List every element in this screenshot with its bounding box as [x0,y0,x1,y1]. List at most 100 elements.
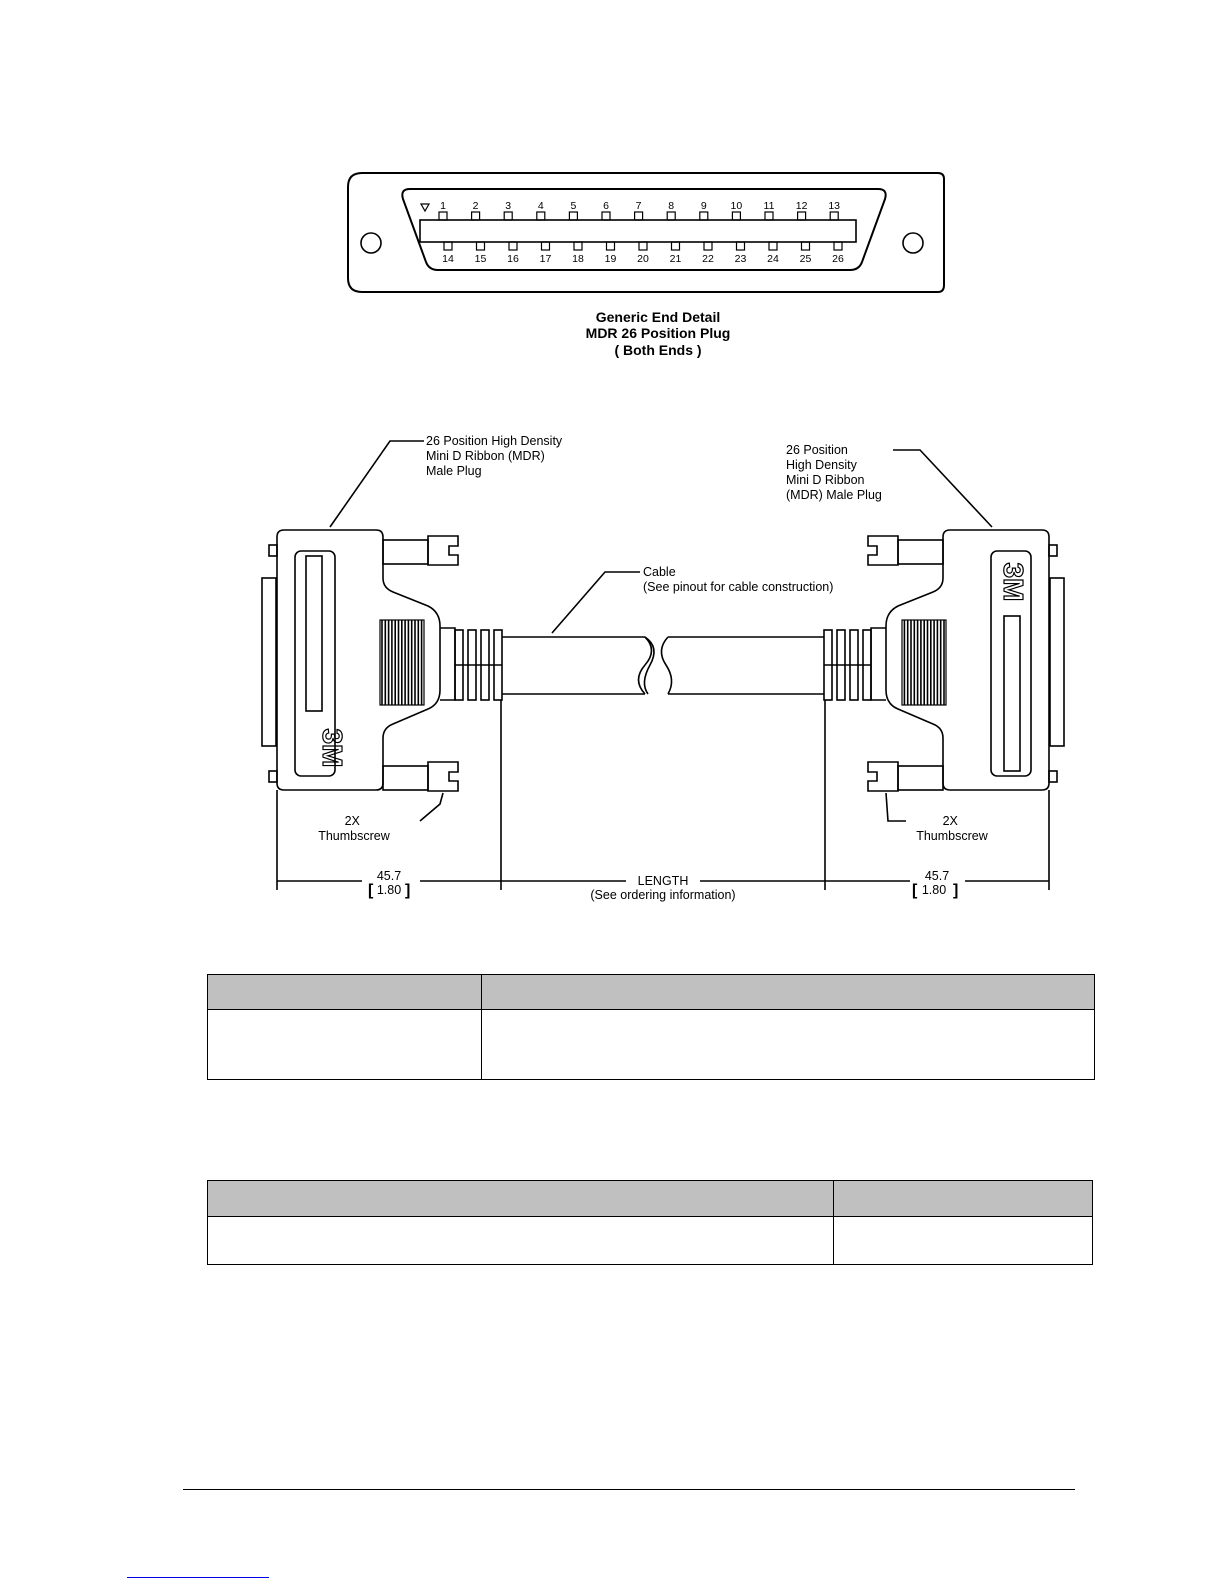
dim-length-note: (See ordering information) [590,888,735,902]
pin-top-5 [568,211,579,221]
pin-top-label-7: 7 [636,200,642,212]
pin-top-label-10: 10 [731,200,743,212]
right-plug [660,529,1065,792]
svg-text:2X Thumbscrew: 2X Thumbscrew [318,814,391,843]
pin-top-10 [731,211,742,221]
table-1-header-cell-1 [207,974,482,1010]
end-detail-caption-3: ( Both Ends ) [614,342,701,358]
pin-bottom-14 [443,241,453,251]
cable-label-2: (See pinout for cable construction) [643,580,833,594]
pin-top-1 [438,211,448,221]
pin-top-12 [796,211,807,221]
table-2-header [207,1180,1093,1217]
end-detail-caption-1: Generic End Detail [596,309,720,325]
pin-bottom-label-17: 17 [540,253,552,265]
end-detail-caption-2: MDR 26 Position Plug [586,325,731,341]
pin1-marker-icon [419,203,431,213]
pin-bottom-label-23: 23 [735,253,747,265]
pin-bottom-label-15: 15 [475,253,487,265]
pin-top-label-9: 9 [701,200,707,212]
svg-text:26 Position High Density: 26 Position High Density Mini D Ribbon (… [786,443,882,502]
right-plug-label-3: Mini D Ribbon [786,473,865,487]
pin-bottom-label-26: 26 [832,253,844,265]
pin-bottom-15 [475,241,486,251]
left-plug-label-3: Male Plug [426,464,482,478]
pin-top-9 [699,211,709,221]
connector-shell [347,172,945,293]
pin-top-label-12: 12 [796,200,808,212]
pin-top-3 [503,211,513,221]
pin-top-label-3: 3 [505,200,511,212]
pin-top-label-8: 8 [668,200,674,212]
table-2-cell-2 [833,1216,1093,1265]
right-plug-label-1: 26 Position [786,443,848,457]
pin-top-label-13: 13 [828,200,840,212]
pin-top-4 [536,211,546,221]
pin-bottom-label-16: 16 [507,253,519,265]
pin-top-label-1: 1 [440,200,446,212]
table-1-header-cell-2 [481,974,1095,1010]
dim-right-mm: 45.7 [925,869,949,883]
pin-bottom-label-21: 21 [670,253,682,265]
footer-link-underline[interactable] [127,1577,269,1578]
pin-bottom-16 [508,241,518,251]
pin-bottom-19 [605,241,616,251]
connector-trapezoid [401,188,887,271]
pin-top-label-2: 2 [473,200,479,212]
pin-bottom-21 [670,241,681,251]
pin-bottom-label-20: 20 [637,253,649,265]
pin-top-7 [633,211,644,221]
cable-assembly-drawing: 3M 3M 26 Position High Density Mini D Ri… [261,434,1065,902]
table-2 [207,1180,1093,1265]
thumbscrew-right-qty: 2X [943,814,959,828]
pin-top-label-11: 11 [764,200,775,212]
thumbscrew-left-qty: 2X [345,814,361,828]
3m-logo-left: 3M [317,729,348,768]
mounting-hole-right [902,232,924,254]
dim-left-mm: 45.7 [377,869,401,883]
thumbscrew-left-label: Thumbscrew [318,829,391,843]
svg-text:26 Position High Density M: 26 Position High Density Mini D Ribbon (… [426,434,566,478]
dim-length-label: LENGTH [638,874,689,888]
table-1-cell-1 [207,1009,482,1080]
pin-bottom-label-14: 14 [442,253,454,265]
logo-slot-left [294,550,336,777]
pin-bottom-17 [540,241,551,251]
pin-bottom-22 [703,241,713,251]
pin-bottom-label-25: 25 [800,253,812,265]
pin-top-8 [666,211,676,221]
contact-bar [419,219,857,243]
dim-left-bracket-close: ] [405,882,410,899]
pin-bottom-label-24: 24 [767,253,779,265]
table-1 [207,974,1095,1080]
table-row [207,1216,1093,1265]
pin-top-11 [764,211,774,221]
pin-bottom-label-18: 18 [572,253,584,265]
svg-text:2X Thumbscrew: 2X Thumbscrew [916,814,989,843]
pin-bottom-26 [833,241,843,251]
pin-top-label-6: 6 [603,200,609,212]
pin-bottom-20 [638,241,648,251]
right-plug-label-2: High Density [786,458,858,472]
pin-top-13 [829,211,839,221]
mounting-hole-left [360,232,382,254]
table-1-cell-2 [481,1009,1095,1080]
thumbscrew-right-label: Thumbscrew [916,829,989,843]
pin-top-2 [471,211,481,221]
table-row [207,1009,1095,1080]
left-plug-label-2: Mini D Ribbon (MDR) [426,449,545,463]
table-1-header [207,974,1095,1010]
footer-rule [183,1489,1075,1490]
pin-bottom-label-19: 19 [605,253,617,265]
left-plug-label-1: 26 Position High Density [426,434,563,448]
grip-left [379,619,425,706]
dim-right-bracket-open: [ [912,882,918,899]
3m-logo-right: 3M [998,563,1029,602]
table-2-cell-1 [207,1216,834,1265]
pin-bottom-25 [800,241,811,251]
table-2-header-cell-2 [833,1180,1093,1217]
pin-bottom-23 [735,241,746,251]
